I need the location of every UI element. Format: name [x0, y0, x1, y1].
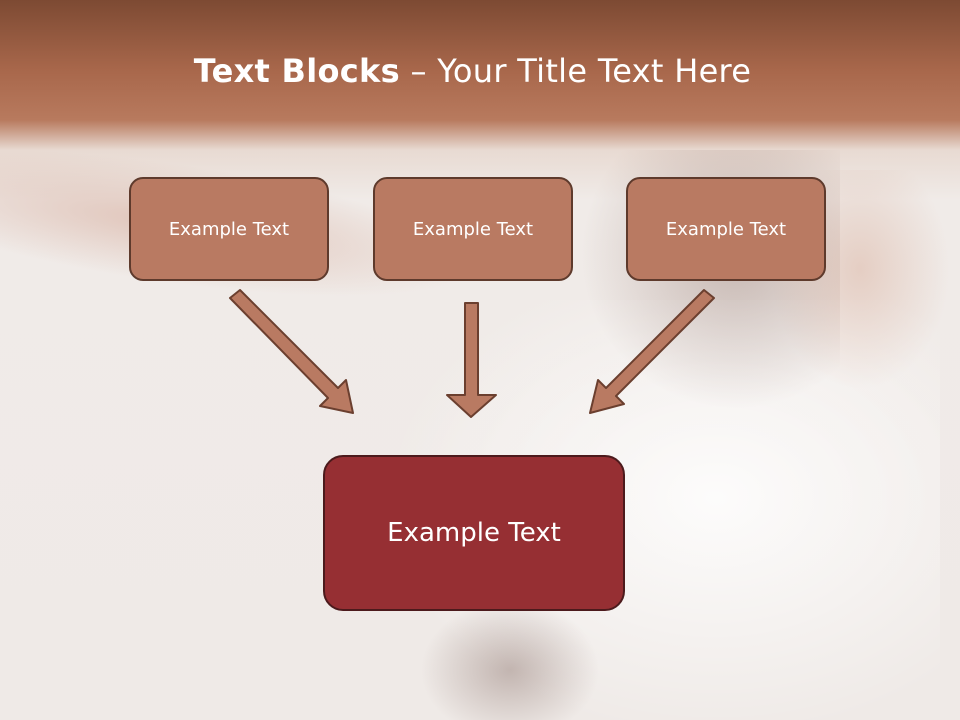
arrow-center: [446, 302, 497, 418]
title-dash: –: [410, 52, 427, 90]
text-block-1-label: Example Text: [168, 218, 290, 240]
text-block-3[interactable]: Example Text: [626, 177, 826, 281]
slide-title: Text Blocks – Your Title Text Here: [0, 52, 945, 90]
text-block-2-label: Example Text: [412, 218, 534, 240]
text-block-2[interactable]: Example Text: [373, 177, 573, 281]
text-block-1[interactable]: Example Text: [129, 177, 329, 281]
text-block-result-label: Example Text: [387, 518, 561, 548]
title-bold: Text Blocks: [193, 52, 400, 90]
title-rest: Your Title Text Here: [437, 52, 752, 90]
text-block-result[interactable]: Example Text: [323, 455, 625, 611]
arrow-left: [229, 289, 354, 414]
arrow-right: [589, 289, 715, 414]
text-block-3-label: Example Text: [665, 218, 787, 240]
